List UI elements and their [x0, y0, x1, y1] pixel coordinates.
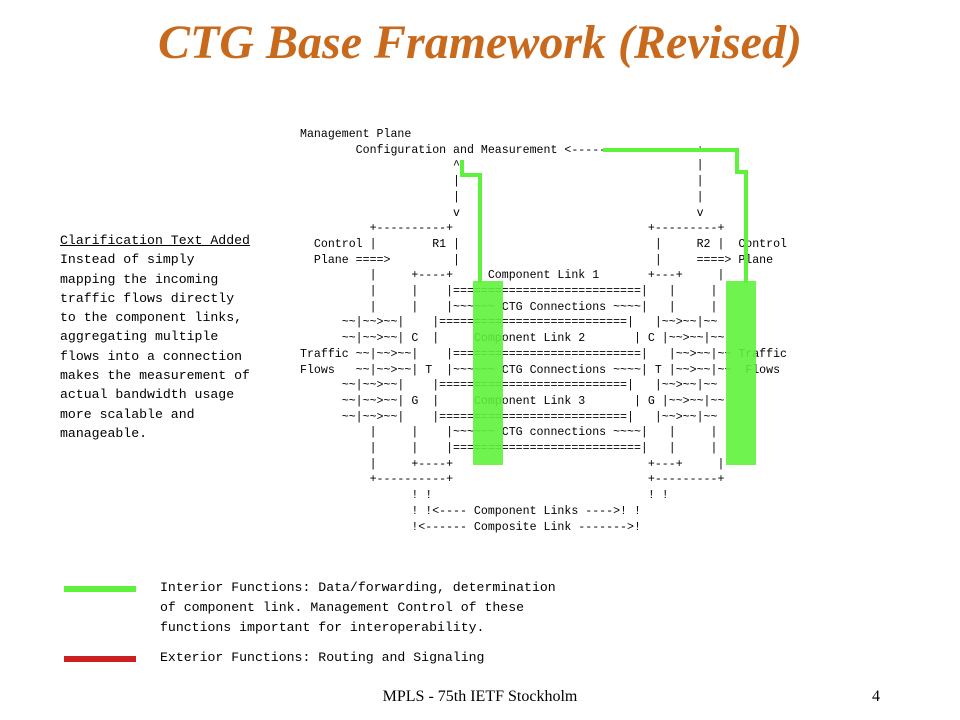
exterior-legend-swatch [64, 656, 136, 662]
footer-text: MPLS - 75th IETF Stockholm [382, 688, 578, 705]
management-control-line-right [603, 148, 748, 283]
ctg-left-green-block [473, 281, 503, 465]
interior-legend-swatch [64, 586, 136, 592]
ctg-right-green-block [726, 281, 756, 465]
note-body: Instead of simply mapping the incoming t… [60, 252, 250, 441]
interior-legend-text: Interior Functions: Data/forwarding, det… [160, 580, 556, 635]
note-heading: Clarification Text Added [60, 233, 250, 248]
clarification-note: Clarification Text Added Instead of simp… [60, 231, 250, 443]
ctg-ascii-diagram: Management Plane Configuration and Measu… [300, 128, 788, 534]
exterior-legend-text: Exterior Functions: Routing and Signalin… [160, 650, 485, 665]
page-number: 4 [872, 688, 880, 705]
management-control-line-left [460, 160, 482, 283]
slide-title: CTG Base Framework (Revised) [158, 16, 802, 69]
